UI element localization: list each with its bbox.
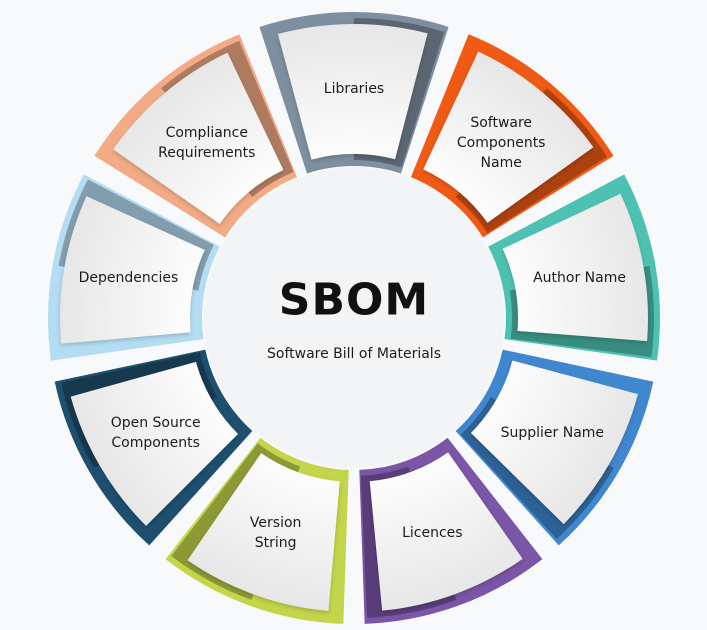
segment-8 xyxy=(48,174,220,361)
segment-label-author-name: Author Name xyxy=(533,270,626,287)
segment-label-software-components-name: Software Components Name xyxy=(456,114,546,171)
segment-face xyxy=(423,51,594,223)
segment-1 xyxy=(259,12,449,174)
segment-face xyxy=(113,52,284,224)
segment-label-libraries: Libraries xyxy=(323,81,385,97)
center-hub xyxy=(204,168,504,468)
segment-face xyxy=(187,453,340,611)
segment-label-compliance-requirements: Compliance Requirements xyxy=(158,124,256,161)
center-title: SBOM xyxy=(278,274,430,326)
segment-9 xyxy=(94,34,298,238)
segment-face xyxy=(70,361,239,526)
segment-label-licences: Licences xyxy=(402,525,463,542)
segment-face xyxy=(470,360,638,525)
segment-7 xyxy=(54,349,253,546)
segment-5 xyxy=(359,437,543,624)
segment-2 xyxy=(410,34,614,238)
segment-face xyxy=(277,23,428,160)
center-subtitle: Software Bill of Materials xyxy=(266,346,442,362)
segment-face xyxy=(60,196,205,344)
segment-face xyxy=(502,193,648,342)
segment-6 xyxy=(165,437,349,624)
segment-3 xyxy=(488,174,660,361)
segment-face xyxy=(369,452,523,611)
segment-label-open-source-components: Open Source Components xyxy=(110,414,201,451)
segment-label-supplier-name: Supplier Name xyxy=(500,424,605,441)
segment-label-version-string: Version String xyxy=(249,515,302,552)
segment-label-dependencies: Dependencies xyxy=(78,270,179,287)
segment-4 xyxy=(455,349,654,546)
